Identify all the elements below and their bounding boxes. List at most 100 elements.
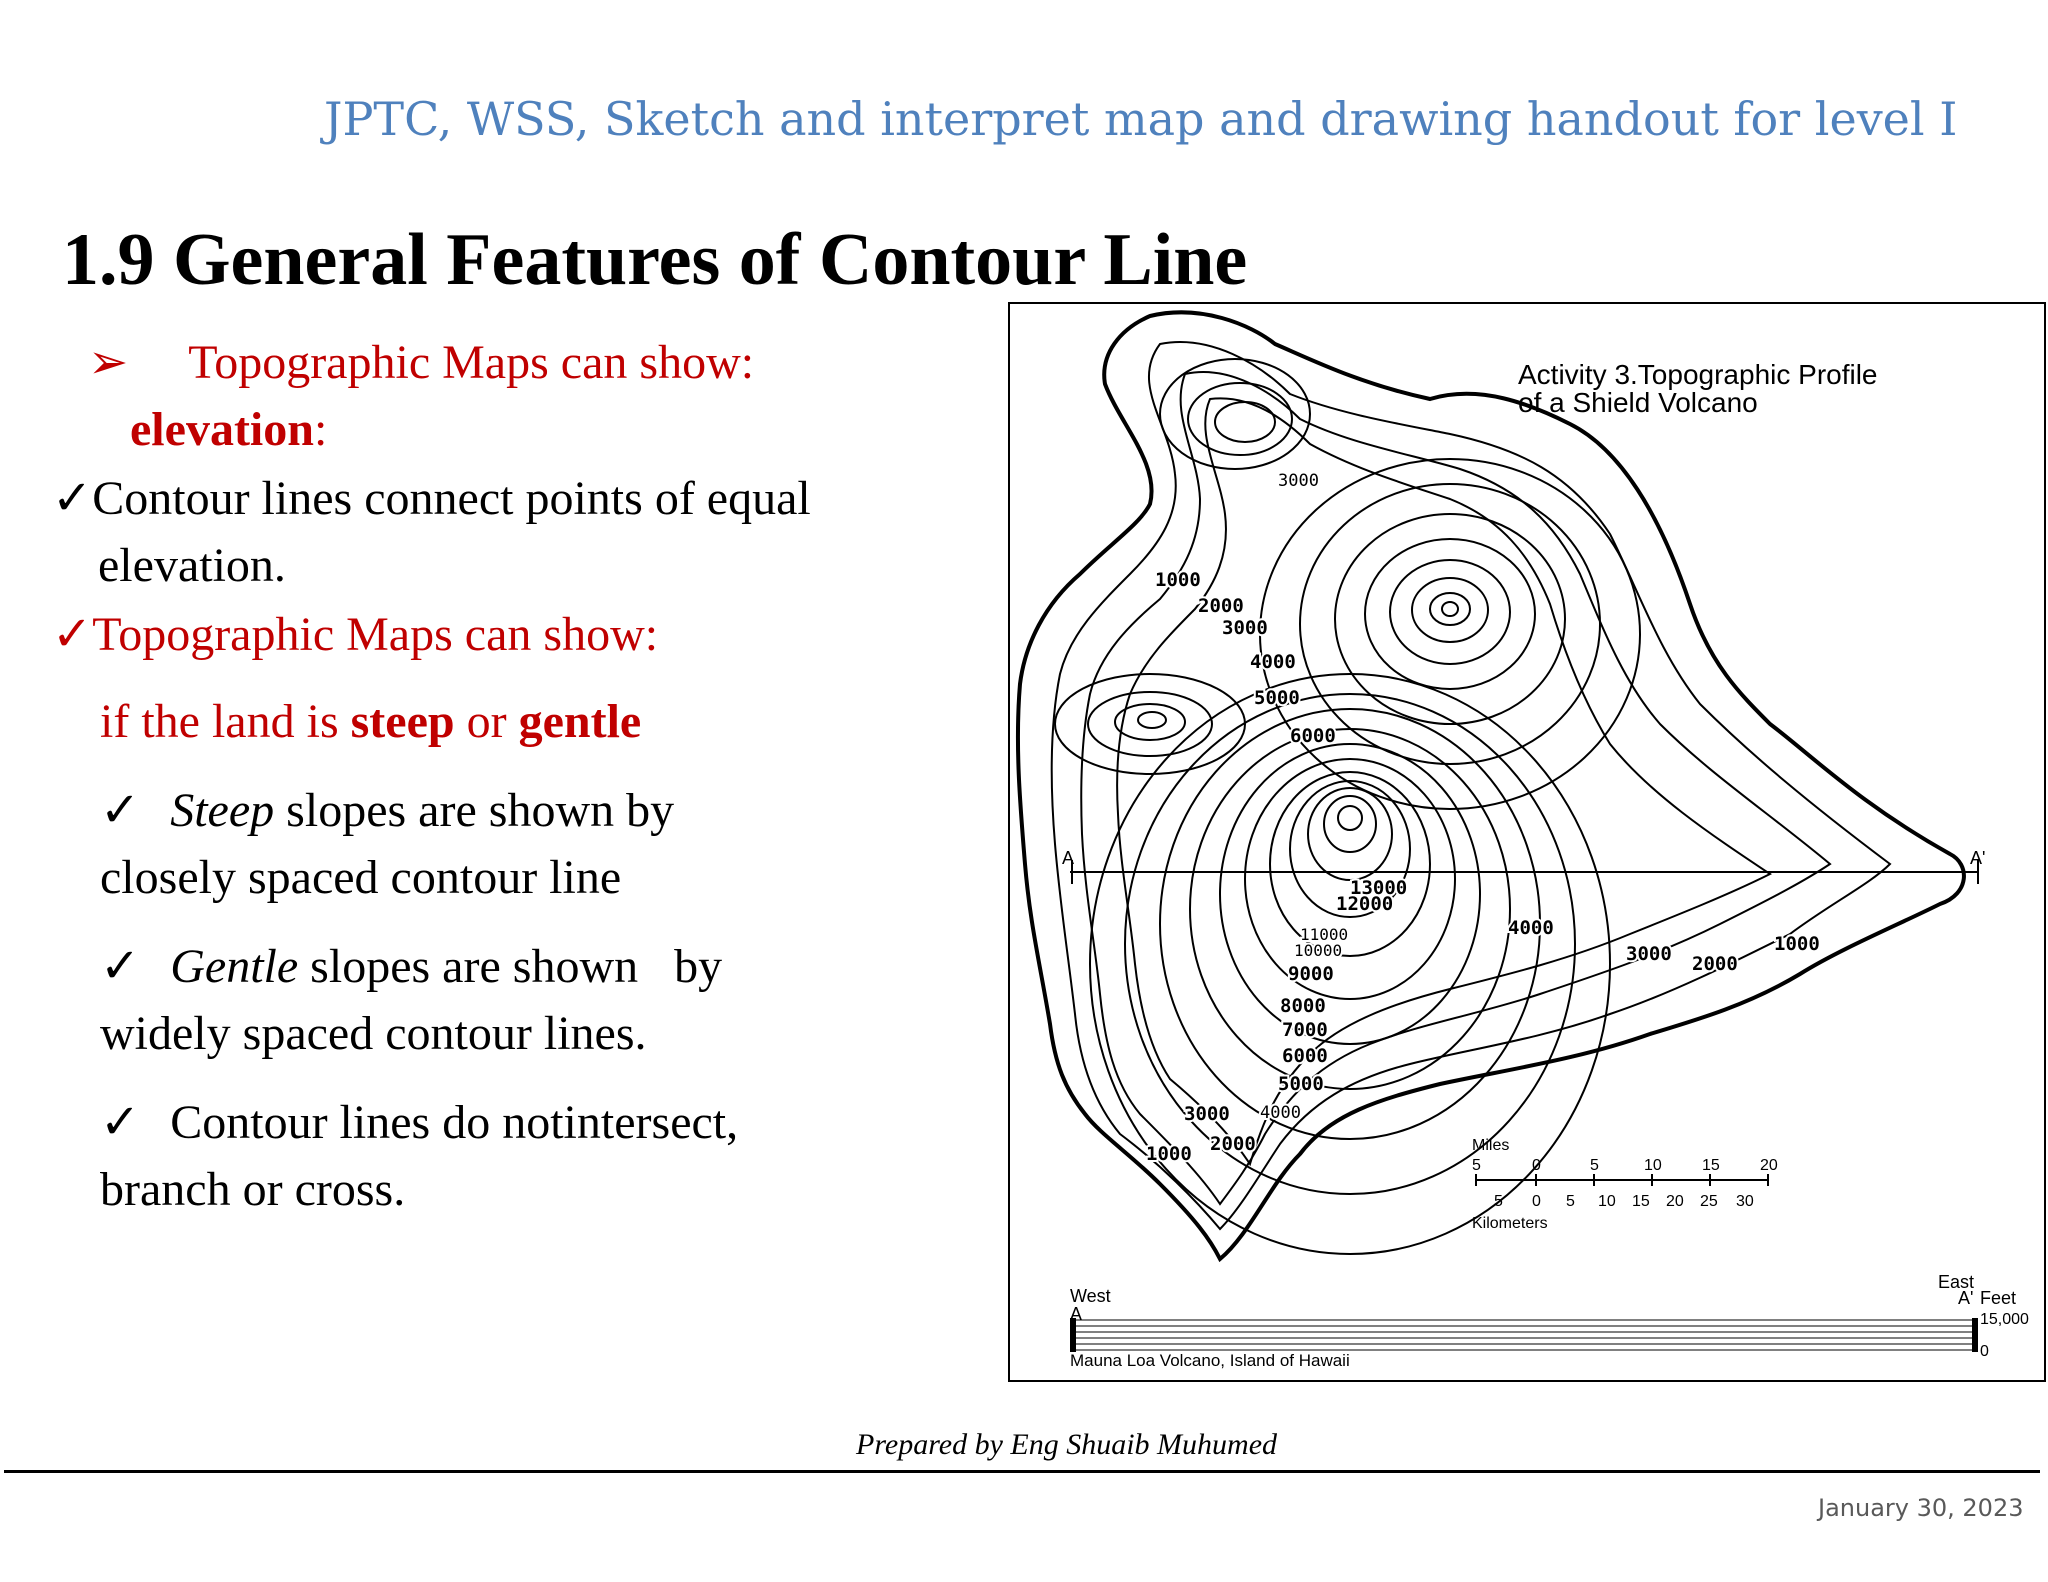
contour-label: 4000 xyxy=(1260,1103,1301,1123)
topographic-map-svg: Activity 3.Topographic Profile of a Shie… xyxy=(1015,310,2029,1370)
contour-label: 9000 xyxy=(1288,963,1334,985)
contour-label: 5000 xyxy=(1254,687,1300,709)
mile-tick-label: 5 xyxy=(1590,1157,1599,1174)
contour-ring xyxy=(1187,382,1293,456)
scale-bar-lines xyxy=(1475,1174,1769,1186)
steep-italic: Steep xyxy=(170,784,275,837)
intersect-line-2: branch or cross. xyxy=(100,1163,406,1216)
gentle-rest: slopes are shown by xyxy=(298,940,723,993)
contour-ring xyxy=(1244,758,1456,1000)
contour-label: 2000 xyxy=(1198,595,1244,617)
checkmark-icon: ✓ xyxy=(52,472,93,525)
km-tick-label: 5 xyxy=(1494,1193,1503,1210)
point-a-prime-label: A' xyxy=(1970,848,1985,868)
colon: : xyxy=(313,403,328,456)
contour-label: 13000 xyxy=(1350,877,1407,899)
contour-ring xyxy=(1307,787,1393,881)
contour-label: 3000 xyxy=(1278,471,1319,491)
gentle-term: gentle xyxy=(518,695,642,748)
prepared-by-credit: Prepared by Eng Shuaib Muhumed xyxy=(856,1428,1278,1461)
gentle-italic: Gentle xyxy=(170,940,299,993)
contour-label: 1000 xyxy=(1774,933,1820,955)
contour-label: 12000 xyxy=(1336,893,1393,915)
contour-ring xyxy=(1364,538,1536,690)
contour-label: 4000 xyxy=(1250,651,1296,673)
contour-ring xyxy=(1189,728,1511,1090)
checkmark-icon: ✓ xyxy=(100,784,141,837)
footer-date: January 30, 2023 xyxy=(1818,1494,2024,1522)
contour-label: 5000 xyxy=(1278,1073,1324,1095)
contour-label: 1000 xyxy=(1155,569,1201,591)
check-1-line-2: elevation. xyxy=(98,539,286,592)
km-tick-label: 0 xyxy=(1532,1193,1541,1210)
check-item-1: ✓Contour lines connect points of equal xyxy=(52,470,811,526)
checkmark-icon: ✓ xyxy=(100,940,141,993)
contour-ring xyxy=(1259,458,1641,810)
footer-divider xyxy=(4,1470,2040,1473)
gentle-line-2: widely spaced contour lines. xyxy=(100,1007,647,1060)
contour-ring xyxy=(1159,358,1311,470)
km-tick-label: 15 xyxy=(1632,1193,1650,1210)
contour-ring xyxy=(1299,483,1601,765)
mile-tick-label: 5 xyxy=(1472,1157,1481,1174)
contour-ring xyxy=(1089,673,1611,1255)
figure-title-2: of a Shield Volcano xyxy=(1518,387,1758,418)
profile-top-value: 15,000 xyxy=(1980,1311,2029,1328)
contour-ring xyxy=(1289,780,1411,918)
contour-label: 4000 xyxy=(1508,917,1554,939)
contour-label: 2000 xyxy=(1692,953,1738,975)
profile-bottom-value: 0 xyxy=(1980,1343,1989,1360)
contour-label: 6000 xyxy=(1282,1045,1328,1067)
kilometers-label: Kilometers xyxy=(1472,1215,1548,1232)
figure-title-1: Activity 3.Topographic Profile xyxy=(1518,359,1878,390)
contour-label: 3000 xyxy=(1184,1103,1230,1125)
contour-ring xyxy=(1411,577,1489,643)
sub-pre: if the land is xyxy=(100,695,351,748)
intersect-line-1: Contour lines do notintersect, xyxy=(170,1096,739,1149)
contour-line xyxy=(1050,341,1892,1231)
contour-ring xyxy=(1429,592,1471,626)
contour-ring xyxy=(1054,673,1246,775)
contour-label: 7000 xyxy=(1282,1019,1328,1041)
topographic-map-figure: Activity 3.Topographic Profile of a Shie… xyxy=(1008,302,2046,1382)
profile-left-bar xyxy=(1070,1318,1076,1352)
contour-line xyxy=(1080,371,1832,1206)
contour-ring xyxy=(1214,401,1276,443)
km-tick-label: 5 xyxy=(1566,1193,1575,1210)
contour-ring xyxy=(1323,795,1377,853)
check-2-text: Topographic Maps can show: xyxy=(92,608,659,661)
contour-ring xyxy=(1137,711,1167,729)
steep-item: ✓ Steep slopes are shown by xyxy=(100,782,674,838)
check-2-subline: if the land is steep or gentle xyxy=(100,694,641,749)
km-tick-label: 20 xyxy=(1666,1193,1684,1210)
km-tick-label: 10 xyxy=(1598,1193,1616,1210)
contour-label: 10000 xyxy=(1294,941,1342,960)
point-a-label: A xyxy=(1062,848,1074,868)
contour-label: 6000 xyxy=(1290,725,1336,747)
contour-ring xyxy=(1219,743,1481,1045)
profile-west: West xyxy=(1070,1286,1111,1306)
bullet-1-text: Topographic Maps can show: xyxy=(188,336,755,389)
mile-tick-label: 0 xyxy=(1532,1157,1541,1174)
miles-label: Miles xyxy=(1472,1137,1509,1154)
checkmark-icon: ✓ xyxy=(52,608,93,661)
contour-label: 2000 xyxy=(1210,1133,1256,1155)
contour-label: 8000 xyxy=(1280,995,1326,1017)
contour-ring xyxy=(1114,703,1186,741)
miles-ticks: 5 0 5 10 15 20 xyxy=(1472,1157,1778,1174)
km-tick-label: 30 xyxy=(1736,1193,1754,1210)
profile-east: East xyxy=(1938,1272,1974,1292)
contour-label: 11000 xyxy=(1300,925,1348,944)
km-tick-label: 25 xyxy=(1700,1193,1718,1210)
coastline xyxy=(1015,310,1966,1263)
contour-label: 3000 xyxy=(1626,943,1672,965)
profile-grid-lines xyxy=(1072,1319,1974,1351)
bullet-1: ➢ Topographic Maps can show: xyxy=(88,334,754,390)
steep-line-2: closely spaced contour line xyxy=(100,851,622,904)
contour-ring xyxy=(1087,691,1213,757)
profile-feet: Feet xyxy=(1980,1288,2016,1308)
steep-rest: slopes are shown by xyxy=(274,784,675,837)
contour-ring xyxy=(1334,513,1566,725)
section-title: 1.9 General Features of Contour Line xyxy=(62,219,1248,301)
contour-ring xyxy=(1441,601,1459,617)
